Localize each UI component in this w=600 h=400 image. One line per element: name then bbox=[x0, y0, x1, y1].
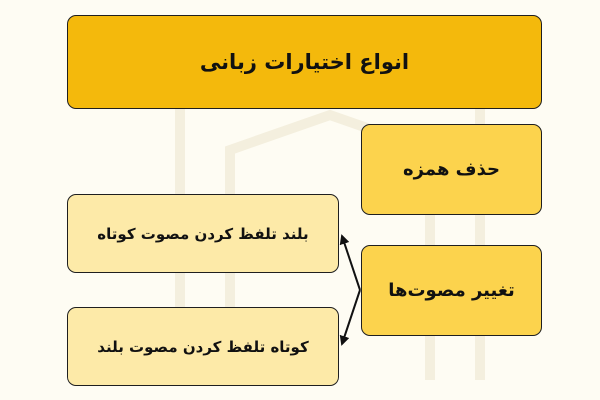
leaf-box-shorten-long-vowel: کوتاه تلفظ کردن مصوت بلند bbox=[67, 307, 339, 386]
branch-label: حذف همزه bbox=[403, 159, 500, 180]
arrow-to-lengthen-leaf bbox=[339, 234, 361, 291]
leaf-label: بلند تلفظ کردن مصوت کوتاه bbox=[97, 224, 309, 243]
branch-label: تغییر مصوت‌ها bbox=[388, 280, 515, 301]
diagram-title-box: انواع اختیارات زبانی bbox=[67, 15, 542, 109]
diagram-title: انواع اختیارات زبانی bbox=[199, 50, 410, 74]
branch-box-hamze-deletion: حذف همزه bbox=[361, 124, 542, 215]
arrow-to-shorten-leaf bbox=[339, 289, 361, 346]
leaf-box-lengthen-short-vowel: بلند تلفظ کردن مصوت کوتاه bbox=[67, 194, 339, 273]
leaf-label: کوتاه تلفظ کردن مصوت بلند bbox=[97, 337, 309, 356]
branch-box-vowel-change: تغییر مصوت‌ها bbox=[361, 245, 542, 336]
